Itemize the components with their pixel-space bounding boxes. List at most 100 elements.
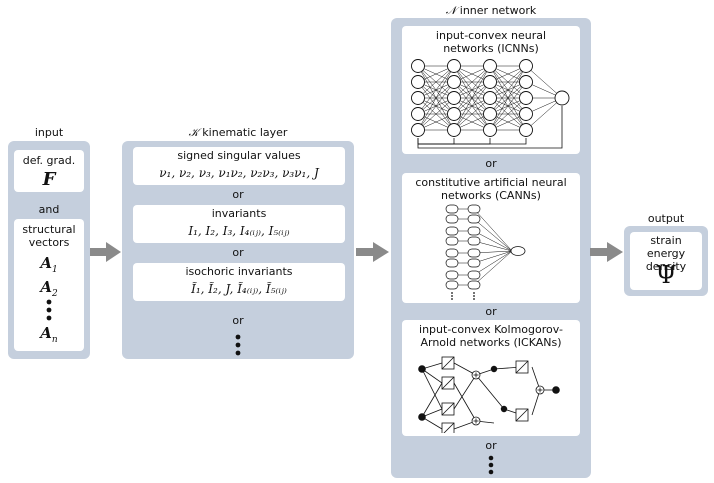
card1-formula: ν₁, ν₂, ν₃, ν₁ν₂, ν₂ν₃, ν₃ν₁, J bbox=[159, 166, 319, 180]
output-panel: strain energy density Ψ bbox=[624, 226, 708, 296]
cann-node bbox=[445, 248, 459, 258]
node bbox=[500, 405, 508, 413]
dot bbox=[451, 292, 453, 294]
or-label: or bbox=[232, 188, 244, 201]
cann-node bbox=[467, 214, 481, 224]
dot bbox=[473, 295, 475, 297]
neuron-node bbox=[519, 107, 533, 121]
cann-node bbox=[467, 270, 481, 280]
or-label: or bbox=[485, 305, 497, 318]
dot bbox=[473, 298, 475, 300]
arrow-right-icon bbox=[356, 242, 389, 262]
output-card: strain energy density Ψ bbox=[630, 232, 702, 290]
neuron-node bbox=[447, 91, 461, 105]
neuron-node bbox=[519, 123, 533, 137]
cann-node bbox=[445, 270, 459, 280]
defgrad-symbol: F bbox=[42, 169, 56, 190]
input-title: input bbox=[34, 126, 64, 139]
structural-vectors-card: structural vectors A1 A2 An bbox=[14, 219, 84, 351]
cann-node bbox=[445, 226, 459, 236]
neuron-node bbox=[483, 91, 497, 105]
defgrad-card: def. grad. F bbox=[14, 150, 84, 192]
kinematic-panel: signed singular values ν₁, ν₂, ν₃, ν₁ν₂,… bbox=[122, 141, 354, 359]
vector-an: An bbox=[40, 324, 58, 345]
cann-card: constitutive artificial neural networks … bbox=[402, 173, 580, 303]
cann-node bbox=[467, 204, 481, 214]
neuron-node bbox=[411, 91, 425, 105]
vectors-label: structural vectors bbox=[22, 223, 76, 249]
card1-title: signed singular values bbox=[177, 149, 301, 162]
invariants-card: invariants I₁, I₂, I₃, I₄₍ᵢⱼ₎, I₅₍ᵢⱼ₎ bbox=[133, 205, 345, 243]
cann-node bbox=[445, 214, 459, 224]
icnn-network-graphic bbox=[411, 59, 570, 149]
cann-node bbox=[445, 204, 459, 214]
icnn-title: input-convex neural networks (ICNNs) bbox=[435, 29, 547, 55]
output-node bbox=[554, 90, 570, 106]
node bbox=[490, 365, 498, 373]
and-label: and bbox=[38, 203, 60, 216]
spline-box bbox=[441, 422, 455, 433]
card3-title: isochoric invariants bbox=[185, 265, 293, 278]
neuron-node bbox=[519, 59, 533, 73]
defgrad-label: def. grad. bbox=[22, 154, 76, 167]
neuron-node bbox=[411, 59, 425, 73]
cann-node bbox=[467, 248, 481, 258]
vertical-dots-icon bbox=[488, 455, 494, 475]
neuron-node bbox=[483, 59, 497, 73]
or-label: or bbox=[485, 157, 497, 170]
vector-a1: A1 bbox=[40, 254, 58, 275]
ickan-title: input-convex Kolmogorov-Arnold networks … bbox=[419, 323, 563, 349]
skip-connection bbox=[418, 138, 527, 145]
cann-output-node bbox=[510, 246, 526, 256]
signed-singular-values-card: signed singular values ν₁, ν₂, ν₃, ν₁ν₂,… bbox=[133, 147, 345, 185]
output-node bbox=[552, 386, 560, 394]
neuron-node bbox=[447, 75, 461, 89]
ickan-network-graphic bbox=[418, 356, 560, 433]
card3-formula: Ĩ₁, Ĩ₂, J, Ĩ₄₍ᵢⱼ₎, Ĩ₅₍ᵢⱼ₎ bbox=[191, 282, 287, 296]
cann-node bbox=[467, 226, 481, 236]
input-node bbox=[418, 413, 426, 421]
neuron-node bbox=[447, 107, 461, 121]
inner-network-panel: input-convex neural networks (ICNNs) or … bbox=[391, 18, 591, 478]
inner-network-title: 𝒩 inner network bbox=[445, 4, 537, 17]
neuron-node bbox=[411, 123, 425, 137]
input-node bbox=[418, 365, 426, 373]
cann-node bbox=[467, 258, 481, 268]
cann-network-graphic bbox=[445, 204, 526, 300]
dot bbox=[451, 298, 453, 300]
neuron-node bbox=[483, 107, 497, 121]
or-label: or bbox=[232, 314, 244, 327]
cann-node bbox=[445, 280, 459, 290]
neuron-node bbox=[411, 107, 425, 121]
dot bbox=[451, 295, 453, 297]
neuron-node bbox=[519, 75, 533, 89]
cann-node bbox=[467, 236, 481, 246]
or-label: or bbox=[485, 439, 497, 452]
vertical-dots-icon bbox=[235, 334, 241, 356]
neuron-node bbox=[519, 91, 533, 105]
or-label: or bbox=[232, 246, 244, 259]
ickan-card: input-convex Kolmogorov-Arnold networks … bbox=[402, 320, 580, 436]
card2-title: invariants bbox=[211, 207, 267, 220]
psi-symbol: Ψ bbox=[655, 261, 677, 289]
card2-formula: I₁, I₂, I₃, I₄₍ᵢⱼ₎, I₅₍ᵢⱼ₎ bbox=[188, 224, 290, 238]
cann-title: constitutive artificial neural networks … bbox=[415, 176, 567, 202]
isochoric-invariants-card: isochoric invariants Ĩ₁, Ĩ₂, J, Ĩ₄₍ᵢⱼ₎, … bbox=[133, 263, 345, 301]
skip-connection bbox=[417, 138, 455, 145]
vertical-dots-icon bbox=[46, 299, 52, 321]
output-label: strain energy density bbox=[645, 234, 687, 273]
neuron-node bbox=[483, 75, 497, 89]
dot bbox=[473, 292, 475, 294]
output-title: output bbox=[647, 212, 685, 225]
arrow-right-icon bbox=[590, 242, 623, 262]
cann-node bbox=[445, 258, 459, 268]
cann-node bbox=[467, 280, 481, 290]
kinematic-title: 𝒦 kinematic layer bbox=[188, 126, 288, 139]
neuron-node bbox=[447, 59, 461, 73]
icnn-card: input-convex neural networks (ICNNs) bbox=[402, 26, 580, 154]
neuron-node bbox=[483, 123, 497, 137]
arrow-right-icon bbox=[90, 242, 121, 262]
neuron-node bbox=[447, 123, 461, 137]
input-panel: def. grad. F and structural vectors A1 A… bbox=[8, 141, 90, 359]
neuron-node bbox=[411, 75, 425, 89]
